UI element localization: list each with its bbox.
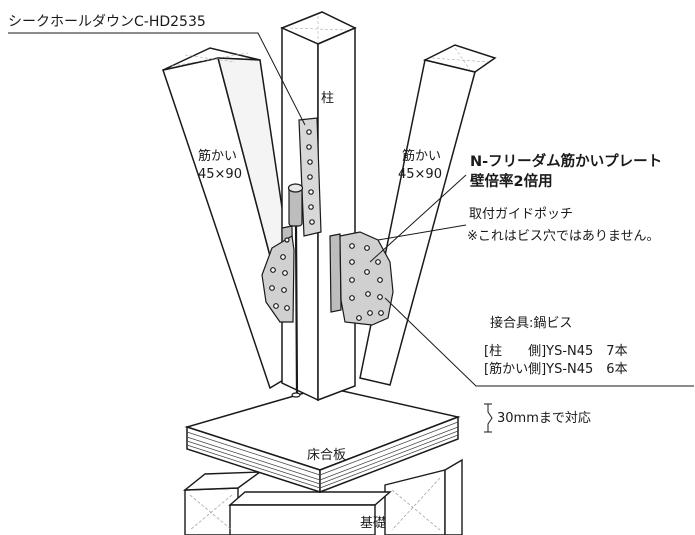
leader-plate bbox=[369, 174, 467, 263]
guide-label-2: ※これはビス穴ではありません。 bbox=[467, 229, 660, 244]
foundation-sills bbox=[182, 458, 463, 535]
column-label: 柱 bbox=[321, 91, 334, 106]
thickness-bracket bbox=[484, 403, 493, 433]
left-brace-label-1: 筋かい bbox=[198, 148, 237, 164]
fastener-column: [柱 側]YS-N45 7本 bbox=[484, 344, 628, 359]
left-brace-plate bbox=[261, 225, 295, 323]
holdown-label: シークホールダウンC-HD2535 bbox=[8, 14, 206, 30]
leader-holdown bbox=[8, 32, 306, 126]
right-brace-plate bbox=[329, 231, 394, 326]
thickness-label: 30mmまで対応 bbox=[497, 411, 591, 426]
hold-down-hardware bbox=[287, 117, 322, 398]
fastener-brace: [筋かい側]YS-N45 6本 bbox=[484, 361, 628, 377]
leader-lines bbox=[8, 32, 694, 433]
leader-fastener bbox=[384, 297, 694, 387]
floor-board bbox=[184, 386, 461, 494]
right-brace-label-2: 45×90 bbox=[398, 167, 442, 182]
left-brace-label-2: 45×90 bbox=[198, 167, 242, 182]
plate-title-1: N-フリーダム筋かいプレート bbox=[470, 152, 662, 170]
fastener-title: 接合具:鍋ビス bbox=[490, 315, 572, 331]
foundation-label: 基礎 bbox=[360, 516, 386, 531]
right-brace-label-1: 筋かい bbox=[402, 148, 441, 164]
guide-label-1: 取付ガイドポッチ bbox=[469, 207, 573, 222]
leader-guide bbox=[377, 224, 467, 241]
plate-title-2: 壁倍率2倍用 bbox=[470, 172, 553, 190]
floor-label: 床合板 bbox=[307, 448, 346, 463]
diagram-labels: シークホールダウンC-HD2535 柱 筋かい 45×90 筋かい 45×90 … bbox=[8, 14, 662, 531]
